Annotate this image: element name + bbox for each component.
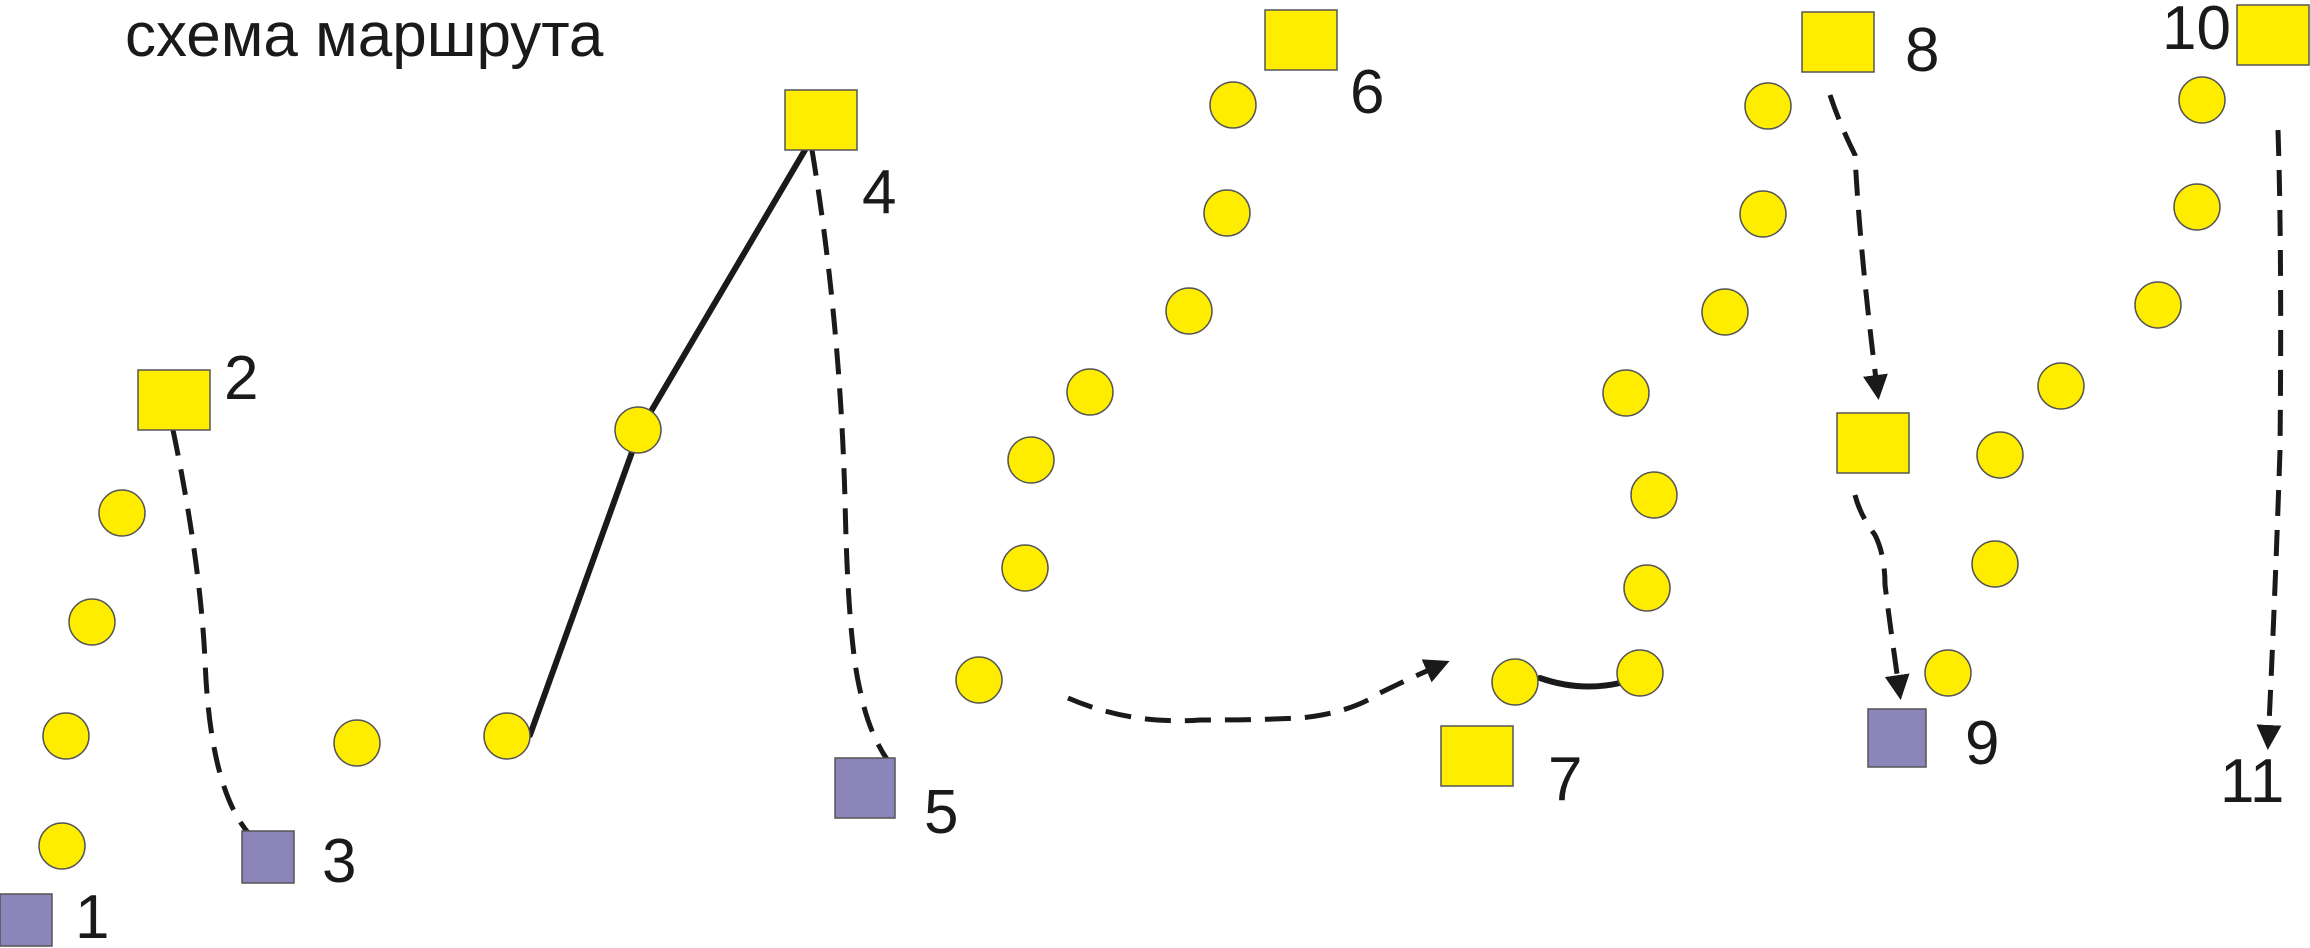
circle-marker (1165, 287, 1213, 335)
circle-markers (38, 76, 2226, 870)
checkpoint-4-square (784, 89, 858, 151)
circle-marker (68, 598, 116, 646)
checkpoint-10-square (2236, 4, 2310, 66)
label-4: 4 (862, 158, 896, 227)
circle-marker (1971, 540, 2019, 588)
circle-marker (42, 712, 90, 760)
label-2: 2 (224, 344, 258, 413)
circle-marker (1602, 369, 1650, 417)
circle-marker (483, 712, 531, 760)
label-1: 1 (75, 883, 109, 948)
point-labels: 1 2 3 4 5 6 7 8 9 10 11 (75, 0, 2284, 948)
checkpoint-9-square (1867, 708, 1927, 768)
label-11: 11 (2220, 747, 2284, 816)
circle-marker (1739, 190, 1787, 238)
circle-marker (1701, 288, 1749, 336)
circle-marker (1491, 658, 1539, 706)
label-7: 7 (1548, 745, 1582, 814)
route-segment-4-5 (809, 149, 897, 772)
route-arrow-to-7 (1067, 659, 1450, 724)
circle-marker (1924, 649, 1972, 697)
circle-marker (2037, 362, 2085, 410)
circle-marker (1630, 471, 1678, 519)
unnumbered-checkpoint-square (1836, 412, 1910, 474)
circle-marker (955, 656, 1003, 704)
circle-marker (1616, 649, 1664, 697)
checkpoint-6-square (1264, 9, 1338, 71)
circle-marker (1001, 544, 1049, 592)
circle-marker (2134, 281, 2182, 329)
checkpoint-7-square (1440, 725, 1514, 787)
label-9: 9 (1965, 709, 1999, 778)
route-segment-dot-4 (527, 147, 808, 738)
circle-marker (1623, 564, 1671, 612)
route-arrow-to-11 (2256, 129, 2284, 750)
route-arrow-8-down (1827, 94, 1888, 400)
checkpoint-5-square (834, 757, 896, 819)
route-segment-7-curve (1537, 675, 1623, 690)
diagram-title: схема маршрута (125, 1, 604, 70)
route-arrow-to-9 (1852, 494, 1910, 700)
checkpoint-markers (0, 4, 2310, 947)
checkpoint-1-square (0, 893, 53, 947)
circle-marker (1203, 189, 1251, 237)
circle-marker (38, 822, 86, 870)
circle-marker (1744, 82, 1792, 130)
checkpoint-3-square (241, 830, 295, 884)
circle-marker (614, 406, 662, 454)
circle-marker (1976, 431, 2024, 479)
circle-marker (2173, 183, 2221, 231)
circle-marker (1209, 81, 1257, 129)
circle-marker (98, 489, 146, 537)
label-5: 5 (924, 778, 958, 847)
label-6: 6 (1350, 58, 1384, 127)
label-3: 3 (322, 827, 356, 896)
circle-marker (2178, 76, 2226, 124)
circle-marker (1066, 368, 1114, 416)
label-8: 8 (1905, 16, 1939, 85)
circle-marker (1007, 436, 1055, 484)
route-segment-2-3 (170, 429, 252, 837)
checkpoint-2-square (137, 369, 211, 431)
label-10: 10 (2162, 0, 2231, 63)
checkpoint-8-square (1801, 11, 1875, 73)
circle-marker (333, 719, 381, 767)
